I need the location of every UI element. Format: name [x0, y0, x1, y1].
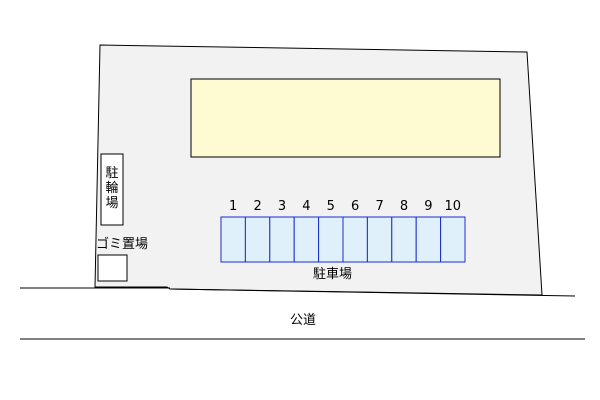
parking-space-number: 3	[277, 199, 287, 214]
parking-spaces	[220, 216, 466, 263]
parking-space-number: 8	[399, 199, 409, 214]
ground-line-right	[169, 288, 576, 297]
road-label: 公道	[290, 313, 317, 328]
building	[190, 78, 501, 158]
parking-space	[293, 216, 320, 263]
bicycle-parking-char: 駐	[105, 166, 119, 181]
parking-space	[415, 216, 442, 263]
parking-space-number: 9	[424, 199, 433, 214]
parking-space	[220, 216, 246, 263]
parking-space	[366, 216, 393, 263]
parking-space	[391, 216, 417, 263]
parking-space-number: 6	[351, 199, 360, 214]
parking-space-number: 1	[229, 199, 238, 214]
parking-space-number: 5	[326, 199, 335, 214]
bicycle-parking-char: 場	[105, 196, 119, 211]
parking-space	[342, 216, 368, 263]
parking-space	[440, 216, 466, 263]
garbage-area	[97, 254, 128, 282]
parking-space	[244, 216, 271, 263]
parking-space	[269, 216, 295, 263]
parking-label: 駐車場	[313, 267, 353, 282]
parking-space-number: 10	[444, 199, 462, 214]
bicycle-parking	[100, 153, 124, 226]
bicycle-parking-char: 輪	[105, 181, 119, 196]
parking-space-number: 4	[302, 199, 311, 214]
parking-space-number: 7	[375, 199, 384, 214]
parking-space	[318, 216, 344, 263]
bicycle-parking-label: 駐 輪 場	[102, 166, 122, 211]
parking-space-number: 2	[253, 199, 262, 214]
garbage-label: ゴミ置場	[96, 237, 149, 252]
